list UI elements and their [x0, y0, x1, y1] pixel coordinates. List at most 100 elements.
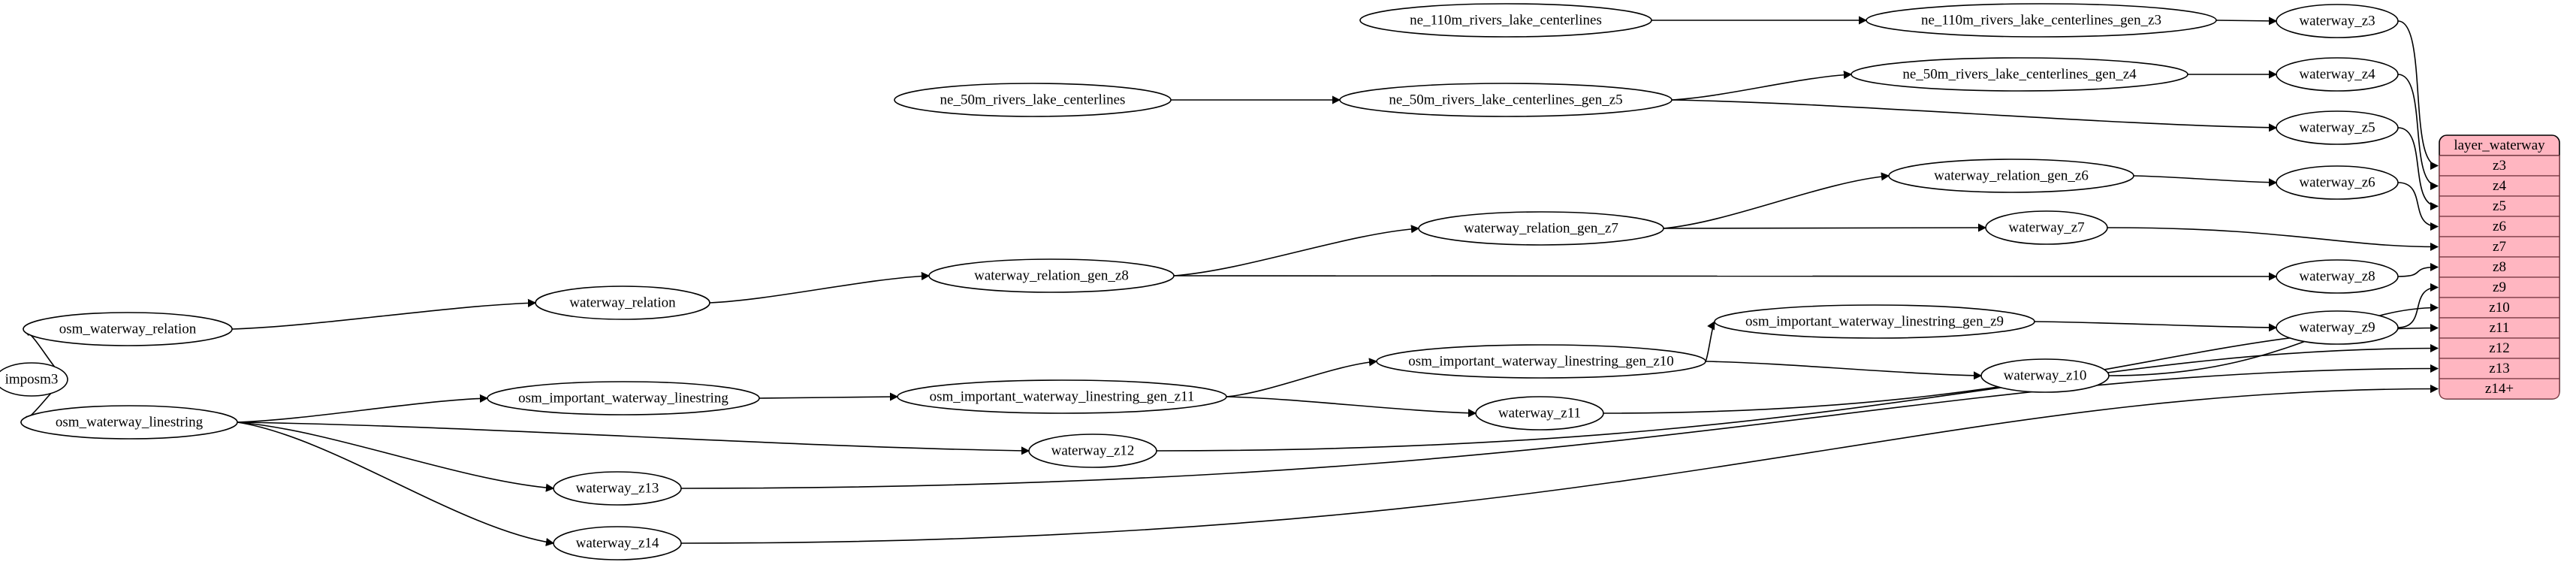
graph-node[interactable]: waterway_z4	[2276, 57, 2399, 92]
node-label: waterway_z13	[576, 480, 659, 496]
layer-table-row-label: z10	[2489, 300, 2509, 316]
graph-node[interactable]: waterway_z12	[1028, 434, 1157, 468]
layer-table-row-label: z13	[2489, 361, 2509, 376]
graph-edge	[1671, 99, 2278, 132]
graph-node[interactable]: waterway_z9	[2276, 310, 2399, 345]
graph-edge	[2397, 74, 2439, 191]
graph-edge	[1173, 225, 1420, 276]
node-ellipse	[1866, 3, 2217, 38]
layer-table-row[interactable]: z13	[2439, 358, 2560, 379]
graph-node[interactable]: waterway_relation_gen_z6	[1888, 159, 2134, 193]
graph-edge	[2397, 182, 2439, 231]
graph-node[interactable]: ne_50m_rivers_lake_centerlines	[894, 83, 1172, 117]
layer-table-row[interactable]: z10	[2439, 297, 2560, 319]
layer-table-row-label: z9	[2493, 279, 2506, 295]
graph-node[interactable]: waterway_z14	[553, 526, 682, 560]
node-label: waterway_relation_gen_z8	[974, 267, 1129, 283]
layer-table-row-label: z7	[2493, 239, 2506, 255]
graph-node[interactable]: waterway_z3	[2276, 4, 2399, 38]
graph-edge	[2397, 20, 2439, 171]
graph-node[interactable]: waterway_z6	[2276, 165, 2399, 200]
node-label: osm_important_waterway_linestring_gen_z9	[1745, 313, 2004, 329]
graph-edge	[2216, 17, 2278, 26]
layer-table-row[interactable]: z14+	[2439, 378, 2560, 400]
layer-table-row-label: z14+	[2485, 381, 2514, 397]
node-ellipse	[20, 405, 238, 440]
graph-node[interactable]: osm_important_waterway_linestring_gen_z1…	[897, 379, 1227, 414]
node-ellipse	[487, 381, 760, 415]
layer-table-row[interactable]: z5	[2439, 195, 2560, 217]
graph-node[interactable]: osm_important_waterway_linestring_gen_z9	[1714, 304, 2035, 339]
graph-node[interactable]: waterway_relation_gen_z7	[1418, 211, 1664, 246]
graph-node[interactable]: waterway_relation_gen_z8	[928, 258, 1175, 293]
node-label: waterway_z9	[2299, 319, 2375, 335]
node-label: waterway_z5	[2299, 119, 2375, 135]
graph-edge	[1226, 358, 1378, 397]
node-label: waterway_z12	[1051, 443, 1135, 458]
layer-table-row[interactable]: z7	[2439, 236, 2560, 258]
graph-node[interactable]: waterway_z11	[1475, 396, 1604, 431]
node-ellipse	[553, 471, 682, 506]
layer-table-row[interactable]: z6	[2439, 216, 2560, 237]
layer-table-row-label: z11	[2490, 320, 2510, 336]
graph-node[interactable]: ne_50m_rivers_lake_centerlines_gen_z4	[1851, 57, 2188, 92]
layer-table-row[interactable]: z12	[2439, 337, 2560, 359]
graph-node[interactable]: waterway_z7	[1985, 210, 2108, 245]
node-label: waterway_z10	[2004, 367, 2087, 383]
node-label: waterway_z8	[2299, 268, 2375, 284]
graph-edge	[1671, 70, 1853, 101]
node-ellipse	[1028, 434, 1157, 468]
layer-table-row[interactable]: z3	[2439, 155, 2560, 177]
layer-table-row-label: z8	[2493, 259, 2506, 275]
node-label: osm_waterway_linestring	[56, 414, 204, 430]
graph-edge	[680, 364, 2439, 489]
graph-edge	[680, 384, 2439, 544]
node-ellipse	[1359, 3, 1652, 38]
graph-node[interactable]: waterway_z5	[2276, 110, 2399, 145]
graph-edge	[231, 298, 537, 330]
graph-node[interactable]: waterway_z10	[1980, 358, 2110, 393]
node-ellipse	[1985, 210, 2108, 245]
table-layer: layer_waterwayz3z4z5z6z7z8z9z10z11z12z13…	[2439, 134, 2560, 400]
node-ellipse	[1980, 358, 2110, 393]
layer-table-row[interactable]: z11	[2439, 317, 2560, 339]
node-label: ne_110m_rivers_lake_centerlines	[1410, 12, 1602, 28]
graph-node[interactable]: imposm3	[0, 362, 68, 397]
graph-edge	[709, 271, 931, 304]
graph-node[interactable]: osm_important_waterway_linestring	[487, 381, 760, 415]
graph-node[interactable]: ne_110m_rivers_lake_centerlines_gen_z3	[1866, 3, 2217, 38]
layer-table-row[interactable]: z8	[2439, 256, 2560, 278]
layer-table-row[interactable]: z4	[2439, 175, 2560, 197]
node-ellipse	[2276, 4, 2399, 38]
graph-edge	[2397, 262, 2439, 277]
node-label: waterway_relation	[569, 295, 676, 310]
graph-edge	[2108, 303, 2439, 376]
node-label: osm_waterway_relation	[59, 321, 197, 337]
node-ellipse	[1888, 159, 2134, 193]
layer-table-row-label: z6	[2493, 219, 2506, 234]
graph-node[interactable]: osm_waterway_relation	[23, 312, 233, 346]
graph-edge	[1705, 321, 1715, 362]
edge-layer	[20, 16, 2439, 547]
graph-node[interactable]: ne_110m_rivers_lake_centerlines	[1359, 3, 1652, 38]
node-label: waterway_z3	[2299, 13, 2375, 29]
graph-node[interactable]: osm_important_waterway_linestring_gen_z1…	[1376, 344, 1706, 379]
graph-node[interactable]: waterway_z13	[553, 471, 682, 506]
node-label: ne_50m_rivers_lake_centerlines_gen_z4	[1902, 66, 2137, 82]
node-ellipse	[1376, 344, 1706, 379]
node-label: ne_50m_rivers_lake_centerlines	[940, 92, 1126, 107]
layer-table-row-bg	[2439, 236, 2560, 258]
graph-node[interactable]: waterway_z8	[2276, 259, 2399, 294]
graph-node[interactable]: osm_waterway_linestring	[20, 405, 238, 440]
graph-edge	[2397, 282, 2439, 328]
layer-table-row[interactable]: z9	[2439, 276, 2560, 298]
node-label: osm_important_waterway_linestring_gen_z1…	[1408, 353, 1674, 369]
node-label: waterway_z11	[1498, 405, 1581, 421]
node-label: waterway_relation_gen_z7	[1464, 220, 1618, 236]
node-label: ne_110m_rivers_lake_centerlines_gen_z3	[1921, 12, 2161, 28]
graph-node[interactable]: ne_50m_rivers_lake_centerlines_gen_z5	[1339, 83, 1673, 117]
graph-edge	[1663, 172, 1890, 229]
node-ellipse	[23, 312, 233, 346]
graph-node[interactable]: waterway_relation	[535, 286, 710, 320]
